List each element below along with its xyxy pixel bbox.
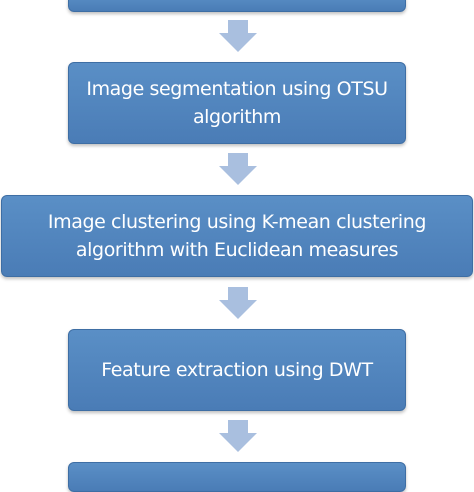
flow-step-label-otsu: Image segmentation using OTSU algorithm [86,78,388,128]
flow-step-label-kmean: Image clustering using K-mean clustering… [47,211,427,261]
down-arrow-icon [219,153,257,185]
flow-step-box-kmean: Image clustering using K-mean clustering… [1,195,473,277]
down-arrow-icon [219,420,257,452]
flow-step-label-dwt: Feature extraction using DWT [101,359,373,381]
flow-step-box-otsu: Image segmentation using OTSU algorithm [68,62,406,144]
flow-step-box-bottom [68,462,406,492]
flow-step-box-dwt: Feature extraction using DWT [68,329,406,411]
down-arrow-icon [219,287,257,319]
flow-step-box-top [68,0,406,12]
down-arrow-icon [219,20,257,52]
